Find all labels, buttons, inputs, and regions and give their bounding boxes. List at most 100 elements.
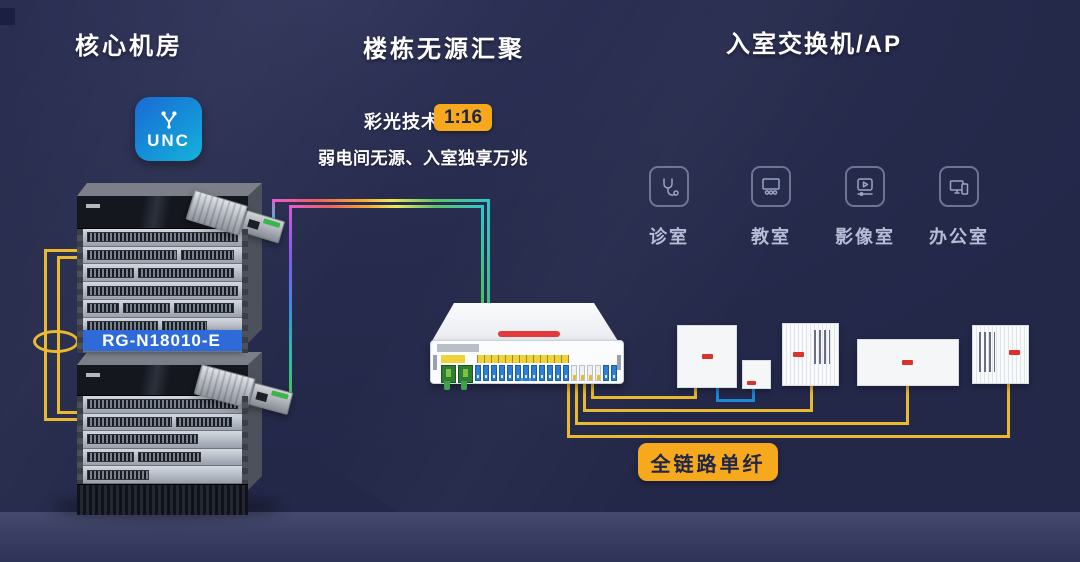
line-cards	[77, 396, 248, 484]
lc-port	[475, 365, 481, 381]
lc-port	[483, 365, 489, 381]
chassis-side-face	[248, 352, 262, 490]
stack-fiber-segment	[44, 249, 80, 252]
switch-model-label: RG-N18010-E	[80, 330, 243, 351]
line-card	[77, 282, 248, 300]
stack-fiber-segment	[57, 411, 80, 414]
unc-logo: UNC	[135, 97, 202, 161]
mount-slot	[433, 355, 437, 370]
ethernet-cable-segment	[716, 385, 719, 402]
chassis-top-face	[77, 183, 262, 196]
lc-port	[603, 365, 609, 381]
wall-ap-panel	[677, 325, 737, 388]
split-ratio-badge: 1:16	[434, 104, 492, 131]
floor-band	[0, 512, 1080, 562]
stack-fiber-segment	[57, 256, 80, 259]
lc-port	[555, 365, 561, 381]
office-icon	[939, 166, 979, 207]
corner-accent	[0, 8, 15, 25]
splitter-small-print	[519, 378, 535, 381]
transceiver-green-label	[262, 218, 281, 229]
drop-fiber-segment	[694, 384, 697, 399]
room-label: 诊室	[649, 227, 689, 247]
chassis-top-face	[77, 352, 262, 365]
lc-port	[587, 365, 593, 381]
lc-port	[515, 365, 521, 381]
drop-fiber-segment	[583, 374, 586, 412]
room-office: 办公室	[927, 166, 991, 249]
stethoscope-icon	[649, 166, 689, 207]
lc-port	[571, 365, 577, 381]
single-fiber-badge: 全链路单纤	[638, 443, 778, 481]
room-switch-1	[782, 323, 839, 386]
drop-fiber-segment	[567, 435, 1010, 438]
brand-logo	[902, 360, 913, 365]
brand-logo	[747, 381, 756, 385]
drop-fiber-segment	[1007, 381, 1010, 438]
room-label: 办公室	[929, 227, 989, 247]
warning-label	[477, 355, 569, 363]
classroom-icon	[751, 166, 791, 207]
line-card	[77, 448, 248, 467]
lc-port	[547, 365, 553, 381]
line-card	[77, 413, 248, 432]
sc-connector-tail	[444, 381, 450, 390]
ethernet-cable-segment	[716, 399, 755, 402]
drop-fiber-segment	[591, 396, 697, 399]
rack-rail	[77, 396, 83, 484]
imaging-room-icon	[845, 166, 885, 207]
room-clinic: 诊室	[637, 166, 701, 249]
splitter-front	[430, 340, 624, 390]
unc-logo-text: UNC	[147, 130, 190, 150]
sc-connector-tail	[461, 381, 467, 390]
section-title-building-aggregation: 楼栋无源汇聚	[363, 36, 525, 63]
line-card	[77, 229, 248, 247]
chassis-bottom-band	[77, 484, 248, 515]
wall-plate-ap	[857, 339, 959, 386]
drop-fiber-segment	[810, 382, 813, 412]
vent-marks	[814, 330, 830, 364]
unc-branch-icon	[160, 110, 177, 129]
brand-chip	[86, 373, 100, 377]
transceiver-port-hole	[255, 391, 269, 403]
wdm-fiber-segment	[487, 199, 490, 309]
vent-marks	[979, 332, 995, 372]
lc-port	[595, 365, 601, 381]
wdm-fiber-segment	[289, 205, 484, 208]
room-switch-2	[972, 325, 1029, 384]
fiber-coil-icon	[33, 330, 79, 353]
chassis-front	[77, 365, 248, 515]
rack-rail	[242, 396, 248, 484]
mount-slot	[617, 355, 621, 370]
line-card	[77, 431, 248, 449]
drop-fiber-segment	[575, 374, 578, 425]
room-label: 影像室	[835, 227, 895, 247]
line-card	[77, 264, 248, 283]
section-title-room-switch-ap: 入室交换机/AP	[726, 31, 903, 58]
wdm-fiber-segment	[272, 199, 275, 222]
rack-rail	[77, 229, 83, 353]
line-card	[77, 466, 248, 484]
drop-fiber-segment	[583, 409, 813, 412]
brand-logo	[702, 354, 713, 359]
lc-port	[491, 365, 497, 381]
stack-fiber-segment	[44, 418, 80, 421]
line-card	[77, 396, 248, 414]
room-label: 教室	[751, 227, 791, 247]
brand-logo	[1009, 350, 1020, 355]
wdm-fiber-segment	[481, 205, 484, 309]
brand-chip	[86, 204, 100, 208]
ethernet-cable-segment	[752, 385, 755, 402]
section-title-core-room: 核心机房	[75, 33, 183, 60]
rack-rail	[242, 229, 248, 353]
lc-port	[539, 365, 545, 381]
lc-port	[507, 365, 513, 381]
mini-ont-box	[742, 360, 771, 389]
callout-subtitle: 弱电间无源、入室独享万兆	[318, 149, 528, 168]
wdm-fiber-segment	[272, 199, 490, 202]
line-card	[77, 299, 248, 318]
brand-logo	[793, 352, 804, 357]
splitter-port-row	[475, 365, 617, 381]
line-card	[77, 246, 248, 265]
